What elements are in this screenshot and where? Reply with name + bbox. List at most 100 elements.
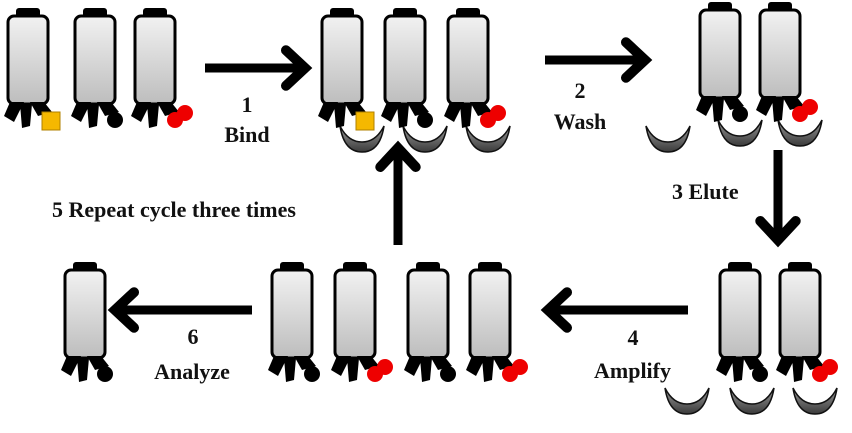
arrow-head	[375, 140, 421, 173]
phage-leg	[318, 102, 338, 122]
phage-leg	[716, 356, 736, 376]
arrow-elute	[755, 150, 801, 248]
target-well	[664, 387, 710, 415]
phage-leg	[696, 96, 716, 116]
phage-leg	[466, 356, 486, 376]
arrow-head	[620, 37, 653, 83]
phage-circle	[381, 8, 433, 128]
step-5-text: Repeat cycle three times	[68, 197, 296, 222]
phage-leg	[482, 358, 494, 382]
phage-leg	[331, 356, 351, 376]
phage-leg	[71, 102, 91, 122]
ligand-square	[355, 111, 375, 131]
phage-body	[406, 268, 450, 360]
ligand-circle	[732, 106, 748, 122]
phage-leg	[20, 104, 32, 128]
phage-body	[383, 14, 427, 106]
step-1-number: 1	[241, 92, 253, 117]
arrow-amplify	[540, 287, 688, 333]
phage-layer	[4, 2, 838, 415]
phage-body	[778, 268, 822, 360]
phage-body	[270, 268, 314, 360]
phage-leg	[772, 98, 784, 122]
ligand-double-b	[177, 105, 193, 121]
phage-leg	[397, 104, 409, 128]
phage-leg	[87, 104, 99, 128]
phage-circle	[716, 262, 768, 382]
phage-leg	[147, 104, 159, 128]
step-2-label: Wash	[553, 109, 607, 134]
phage-leg	[61, 356, 81, 376]
phage-leg	[460, 104, 472, 128]
arrow-bind	[205, 45, 313, 91]
phage-body	[6, 14, 50, 106]
phage-leg	[347, 358, 359, 382]
target-well	[645, 125, 691, 153]
phage-leg	[334, 104, 346, 128]
arrow-head	[755, 215, 801, 248]
target-well	[777, 119, 823, 147]
step-6-number: 6	[187, 324, 199, 349]
ligand-circle	[304, 366, 320, 382]
phage-body	[73, 14, 117, 106]
ligand-circle	[417, 112, 433, 128]
ligand-circle	[97, 366, 113, 382]
target-well	[729, 387, 775, 415]
arrow-repeat	[375, 140, 421, 245]
target-well	[402, 125, 448, 153]
phage-leg	[381, 102, 401, 122]
phage-leg	[131, 102, 151, 122]
phage-body	[446, 14, 490, 106]
phage-body	[63, 268, 107, 360]
phage-body	[698, 8, 742, 100]
phage-double	[131, 8, 193, 128]
phage-double	[444, 8, 506, 128]
step-6-label: Analyze	[154, 359, 230, 384]
arrow-layer	[107, 37, 801, 333]
phage-leg	[756, 96, 776, 116]
step-5-number: 5	[52, 197, 63, 222]
arrow-head	[107, 287, 140, 333]
step-1-label: Bind	[224, 122, 270, 147]
step-4-label: Amplify	[594, 358, 671, 383]
arrow-head	[280, 45, 313, 91]
phage-circle	[71, 8, 123, 128]
phage-leg	[284, 358, 296, 382]
phage-leg	[444, 102, 464, 122]
arrow-analyze	[107, 287, 252, 333]
ligand-square	[41, 111, 61, 131]
ligand-double-b	[512, 359, 528, 375]
target-well	[465, 125, 511, 153]
target-well	[792, 387, 838, 415]
ligand-double-b	[490, 105, 506, 121]
phage-leg	[268, 356, 288, 376]
phage-double	[776, 262, 838, 382]
phage-leg	[404, 356, 424, 376]
phage-leg	[732, 358, 744, 382]
step-3-text: Elute	[688, 179, 739, 204]
phage-leg	[77, 358, 89, 382]
phage-body	[718, 268, 762, 360]
phage-body	[320, 14, 364, 106]
phage-double	[756, 2, 818, 122]
step-4-number: 4	[627, 325, 639, 350]
arrow-wash	[545, 37, 653, 83]
target-well	[339, 125, 385, 153]
step-3-number: 3	[672, 179, 683, 204]
phage-square	[318, 8, 375, 131]
phage-square	[4, 8, 61, 131]
phage-body	[758, 8, 802, 100]
ligand-circle	[440, 366, 456, 382]
step-5-label: 5 Repeat cycle three times	[52, 199, 296, 221]
step-2-number: 2	[574, 78, 586, 103]
phage-circle	[696, 2, 748, 122]
phage-circle	[61, 262, 113, 382]
step-3-label: 3 Elute	[672, 181, 750, 203]
phage-leg	[776, 356, 796, 376]
arrow-head	[540, 287, 573, 333]
target-well	[717, 119, 763, 147]
phage-circle	[268, 262, 320, 382]
phage-leg	[792, 358, 804, 382]
phage-leg	[712, 98, 724, 122]
